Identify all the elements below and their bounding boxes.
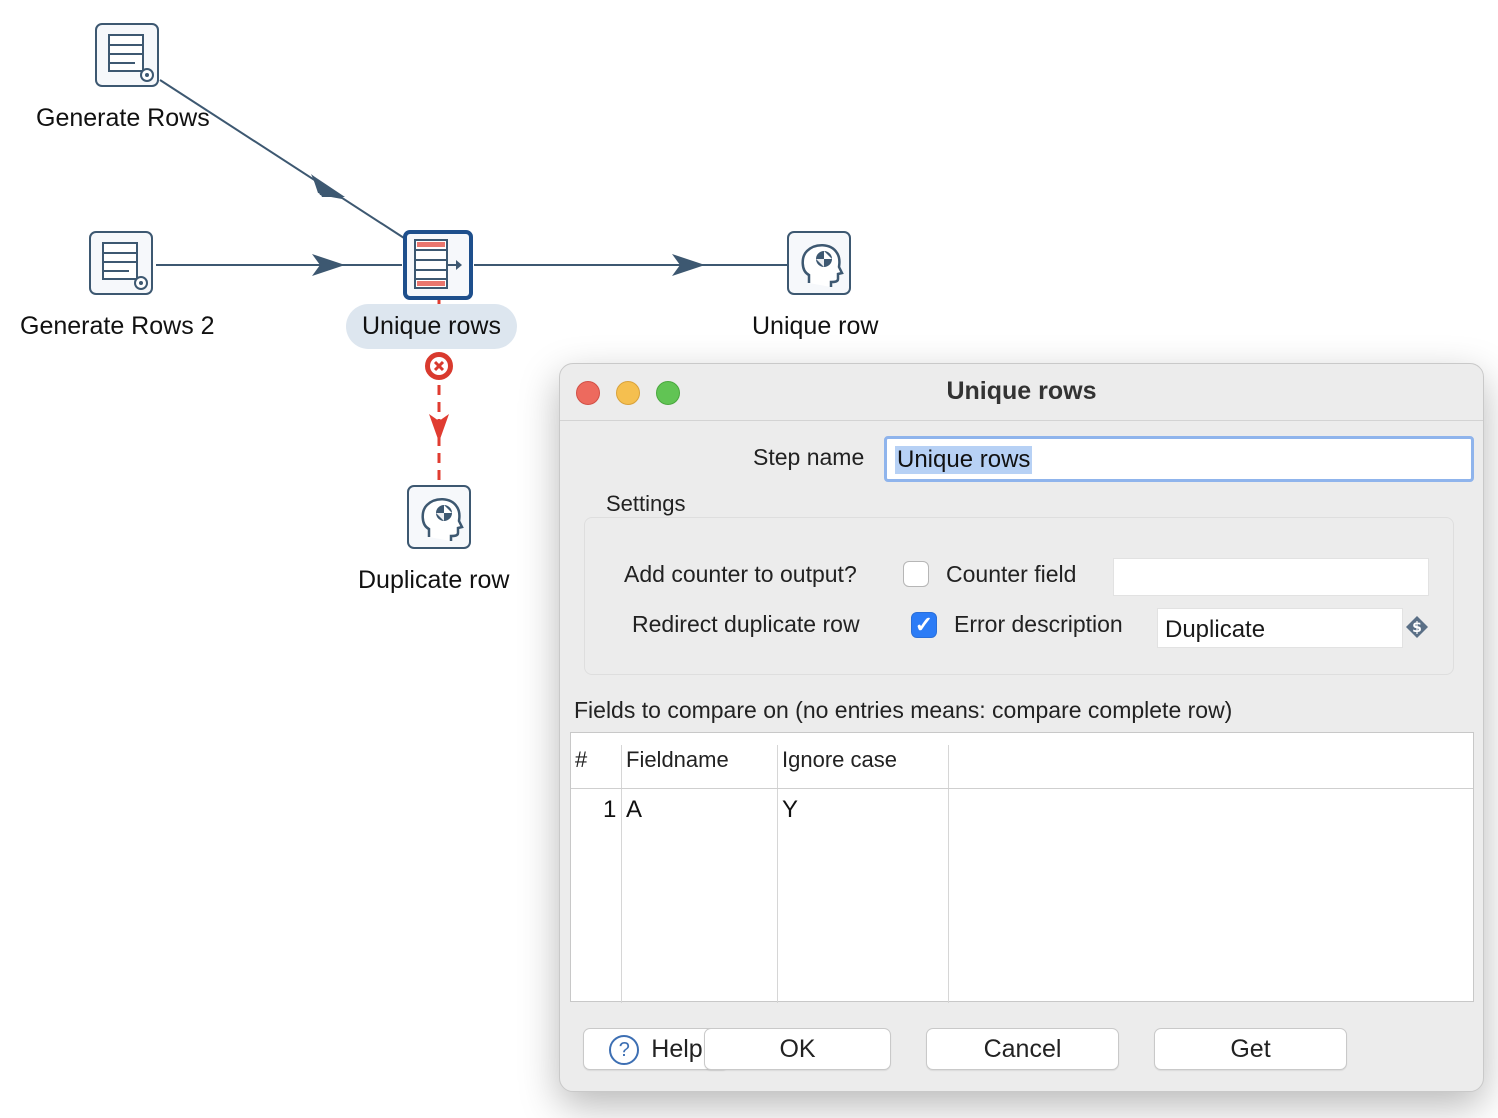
- error-description-input[interactable]: Duplicate: [1157, 608, 1403, 648]
- ok-button[interactable]: OK: [704, 1028, 891, 1070]
- redirect-duplicate-label: Redirect duplicate row: [632, 611, 860, 637]
- step-name-value: Unique rows: [895, 446, 1033, 474]
- add-counter-label: Add counter to output?: [624, 561, 857, 587]
- error-hop-unique-to-duplicate[interactable]: [429, 300, 449, 485]
- cancel-button-label: Cancel: [983, 1035, 1062, 1063]
- column-header-index[interactable]: #: [575, 747, 588, 772]
- checkmark-icon: ✓: [914, 612, 934, 637]
- unique-rows-dialog: Unique rows Step name Unique rows Settin…: [559, 363, 1484, 1092]
- column-header-ignore-case[interactable]: Ignore case: [782, 747, 897, 772]
- node-label-unique-rows: Unique rows: [346, 304, 517, 349]
- get-button-label: Get: [1230, 1035, 1271, 1063]
- hop-generate-rows-2-to-unique[interactable]: [156, 254, 402, 276]
- column-header-fieldname[interactable]: Fieldname: [626, 747, 729, 772]
- error-description-label: Error description: [954, 611, 1123, 637]
- dialog-title: Unique rows: [946, 377, 1097, 405]
- add-counter-checkbox[interactable]: [903, 561, 929, 587]
- variable-dollar-icon[interactable]: $: [1405, 615, 1429, 639]
- window-minimize-button[interactable]: [616, 381, 640, 405]
- fields-table[interactable]: # Fieldname Ignore case 1 A Y: [570, 732, 1474, 1003]
- error-hop-badge-icon[interactable]: [423, 350, 455, 382]
- unique-rows-step-icon[interactable]: [403, 230, 473, 300]
- cancel-button[interactable]: Cancel: [926, 1028, 1119, 1070]
- help-icon: ?: [609, 1035, 640, 1066]
- column-divider: [621, 745, 622, 1003]
- window-maximize-button[interactable]: [656, 381, 680, 405]
- step-name-label: Step name: [753, 444, 865, 470]
- counter-field-input[interactable]: [1113, 558, 1429, 596]
- generate-rows-2-step-icon[interactable]: [89, 231, 153, 295]
- fieldname-cell[interactable]: A: [626, 796, 643, 823]
- redirect-duplicate-checkbox[interactable]: ✓: [911, 612, 937, 638]
- fields-to-compare-label: Fields to compare on (no entries means: …: [574, 697, 1233, 723]
- hop-generate-rows-to-unique[interactable]: [159, 79, 405, 239]
- dialog-titlebar[interactable]: Unique rows: [560, 364, 1483, 421]
- svg-text:$: $: [1412, 620, 1422, 636]
- node-label-generate-rows-2: Generate Rows 2: [20, 312, 215, 340]
- column-divider: [777, 745, 778, 1003]
- step-name-input[interactable]: Unique rows: [884, 436, 1474, 482]
- window-close-button[interactable]: [576, 381, 600, 405]
- settings-group: [584, 517, 1454, 675]
- ignore-case-cell[interactable]: Y: [782, 796, 799, 823]
- node-label-unique-row: Unique row: [752, 312, 879, 340]
- error-description-value: Duplicate: [1165, 616, 1266, 643]
- generate-rows-step-icon[interactable]: [95, 23, 159, 87]
- ok-button-label: OK: [779, 1035, 816, 1063]
- help-button-label: Help: [651, 1035, 703, 1063]
- node-label-generate-rows: Generate Rows: [36, 104, 210, 132]
- counter-field-label: Counter field: [946, 561, 1077, 587]
- settings-group-label: Settings: [606, 491, 686, 516]
- hop-unique-to-unique-row[interactable]: [474, 254, 787, 276]
- unique-row-dummy-step-icon[interactable]: [787, 231, 851, 295]
- row-index-cell: 1: [603, 796, 617, 823]
- node-label-duplicate-row: Duplicate row: [358, 566, 510, 594]
- header-divider: [571, 788, 1473, 789]
- duplicate-row-dummy-step-icon[interactable]: [407, 485, 471, 549]
- get-button[interactable]: Get: [1154, 1028, 1347, 1070]
- column-divider: [948, 745, 949, 1003]
